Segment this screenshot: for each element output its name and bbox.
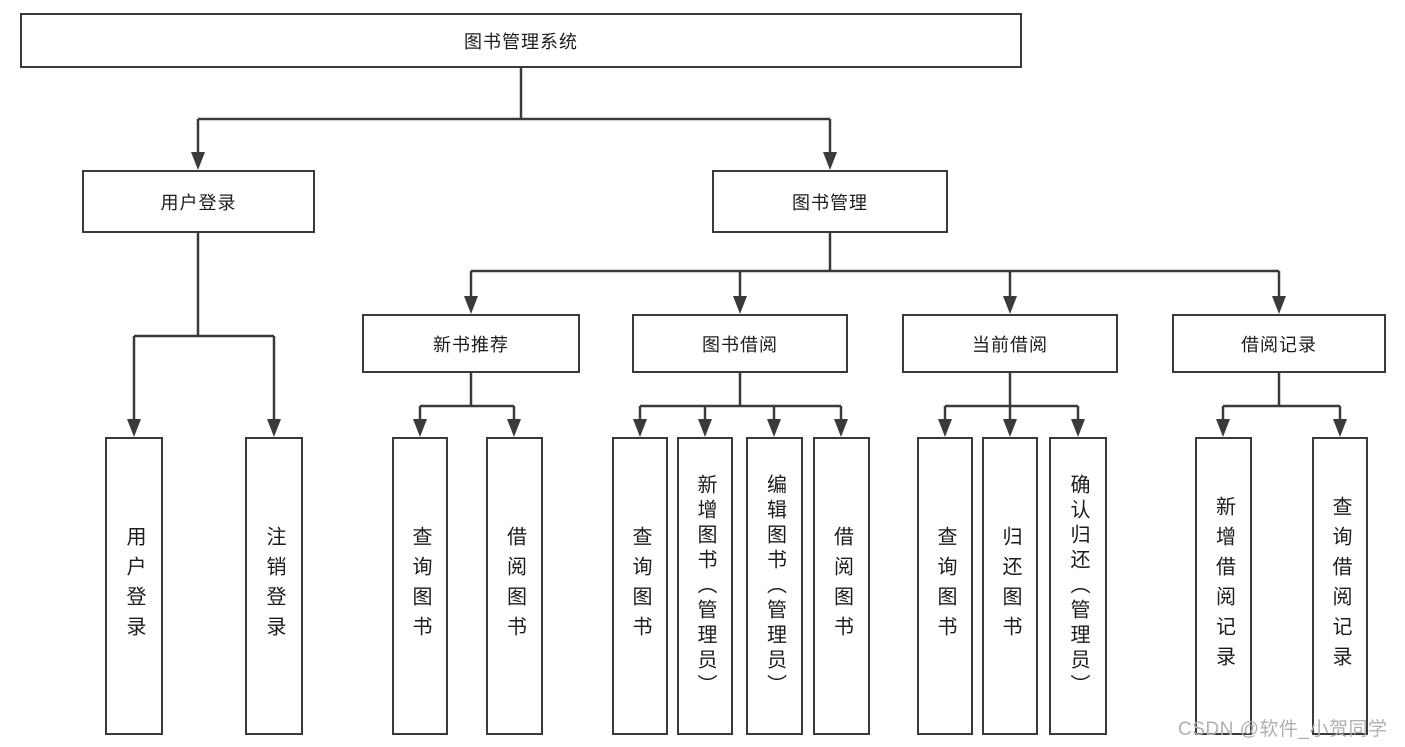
node-label: 图书管理系统 [464, 31, 578, 52]
leaf-add-borrow-record: 新增借阅记录 [1195, 437, 1252, 735]
node-label: 归还图书 [999, 526, 1021, 646]
leaf-user-login: 用户登录 [105, 437, 163, 735]
node-label: 查询图书 [409, 526, 431, 646]
csdn-watermark: CSDN @软件_小贺同学 [1178, 719, 1388, 740]
node-label: 查询图书 [934, 526, 956, 646]
leaf-query-borrow-record: 查询借阅记录 [1312, 437, 1368, 735]
leaf-query-books-3: 查询图书 [917, 437, 973, 735]
node-current-borrow: 当前借阅 [902, 314, 1118, 373]
node-label: 新书推荐 [433, 334, 509, 355]
node-book-borrow: 图书借阅 [632, 314, 848, 373]
node-label: 图书借阅 [702, 334, 778, 355]
leaf-return-books: 归还图书 [982, 437, 1038, 735]
node-label: 注销登录 [263, 526, 285, 646]
leaf-edit-books-admin: 编辑图书（管理员） [746, 437, 803, 735]
node-borrow-records: 借阅记录 [1172, 314, 1386, 373]
node-label: 当前借阅 [972, 334, 1048, 355]
node-book-management: 图书管理 [712, 170, 948, 233]
leaf-borrow-books-1: 借阅图书 [486, 437, 543, 735]
leaf-confirm-return-admin: 确认归还（管理员） [1049, 437, 1107, 735]
node-label: 用户登录 [160, 192, 237, 213]
node-label: 借阅图书 [503, 526, 526, 646]
leaf-query-books-1: 查询图书 [392, 437, 448, 735]
node-user-login: 用户登录 [82, 170, 315, 233]
node-root: 图书管理系统 [20, 13, 1022, 68]
node-new-book-recommend: 新书推荐 [362, 314, 580, 373]
node-label: 查询图书 [629, 526, 651, 646]
leaf-add-books-admin: 新增图书（管理员） [677, 437, 733, 735]
leaf-logout-login: 注销登录 [245, 437, 303, 735]
node-label: 图书管理 [792, 192, 868, 213]
node-label: 借阅记录 [1241, 334, 1317, 355]
node-label: 编辑图书（管理员） [763, 473, 786, 699]
leaf-borrow-books-2: 借阅图书 [813, 437, 870, 735]
node-label: 确认归还（管理员） [1067, 473, 1089, 699]
node-label: 借阅图书 [830, 526, 853, 646]
node-label: 新增借阅记录 [1212, 496, 1235, 676]
leaf-query-books-2: 查询图书 [612, 437, 668, 735]
node-label: 查询借阅记录 [1329, 496, 1351, 676]
node-label: 新增图书（管理员） [694, 473, 716, 699]
node-label: 用户登录 [123, 526, 145, 646]
